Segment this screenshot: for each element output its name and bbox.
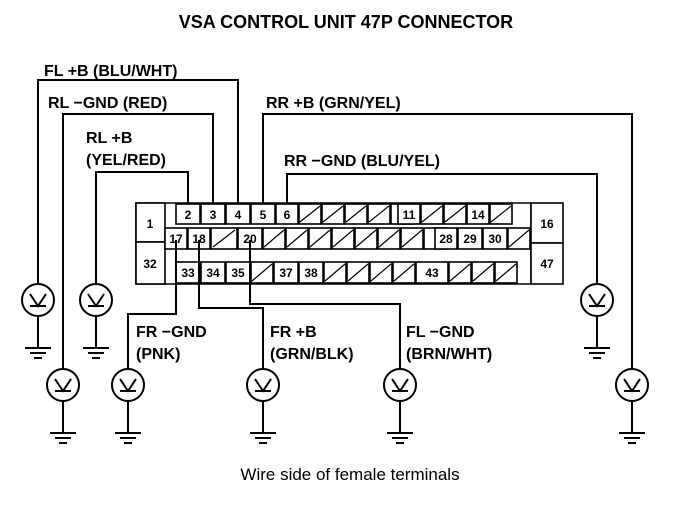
wire-rl-plus-b bbox=[95, 171, 189, 285]
sensor-fl-plus-b bbox=[21, 283, 55, 359]
wire-rr-gnd bbox=[286, 173, 598, 285]
pin-row-1 bbox=[175, 203, 513, 225]
pin-row-3 bbox=[175, 261, 518, 284]
wire-fl-plus-b bbox=[37, 79, 239, 285]
sensor-fr-gnd bbox=[111, 368, 145, 444]
pin-label: 16 bbox=[540, 217, 554, 231]
pin-label: 2 bbox=[185, 208, 192, 222]
ground-symbol-icon bbox=[25, 316, 51, 359]
pin-row-2 bbox=[164, 227, 531, 250]
pin-label: 28 bbox=[439, 232, 453, 246]
pin-label: 6 bbox=[284, 208, 291, 222]
label-fl-gnd-line2: (BRN/WHT) bbox=[406, 346, 492, 363]
ground-symbol-icon bbox=[387, 401, 413, 444]
ground-symbol-icon bbox=[50, 401, 76, 444]
ground-symbol-icon bbox=[619, 401, 645, 444]
pin-label: 14 bbox=[471, 208, 485, 222]
sensor-fl-gnd bbox=[383, 368, 417, 444]
sensor-rr-plus-b bbox=[615, 368, 649, 444]
pin-label: 30 bbox=[488, 232, 502, 246]
connector-body: 1 2 3 4 5 6 11 14 16 17 18 20 28 29 30 3… bbox=[135, 202, 564, 285]
pin-label: 37 bbox=[279, 266, 293, 280]
sensor-rl-plus-b bbox=[79, 283, 113, 359]
pin-label: 35 bbox=[231, 266, 245, 280]
pin-cell-32 bbox=[135, 241, 166, 285]
pin-label: 34 bbox=[206, 266, 220, 280]
label-fr-plus-b-line2: (GRN/BLK) bbox=[270, 346, 354, 363]
pin-label: 32 bbox=[143, 257, 157, 271]
sensor-rr-gnd bbox=[580, 283, 614, 359]
label-fr-plus-b-line1: FR +B bbox=[270, 324, 317, 341]
caption: Wire side of female terminals bbox=[240, 465, 459, 484]
label-fr-gnd-line1: FR −GND bbox=[136, 324, 207, 341]
wire-rr-plus-b bbox=[262, 113, 633, 370]
wiring bbox=[37, 79, 633, 370]
sensor-symbols bbox=[21, 283, 649, 444]
pin-cell-47 bbox=[530, 242, 564, 285]
ground-symbol-icon bbox=[115, 401, 141, 444]
ground-symbol-icon bbox=[250, 401, 276, 444]
ground-symbol-icon bbox=[584, 316, 610, 359]
label-rl-plus-b-line2: (YEL/RED) bbox=[86, 152, 166, 169]
pin-label: 33 bbox=[181, 266, 195, 280]
label-fl-gnd-line1: FL −GND bbox=[406, 324, 475, 341]
pin-label: 18 bbox=[192, 232, 206, 246]
sensor-rl-gnd bbox=[46, 368, 80, 444]
ground-symbol-icon bbox=[83, 316, 109, 359]
pin-label: 43 bbox=[425, 266, 439, 280]
wire-fr-plus-b bbox=[198, 240, 264, 370]
pin-label: 4 bbox=[235, 208, 242, 222]
wire-fl-gnd bbox=[249, 240, 401, 370]
pin-label: 20 bbox=[243, 232, 257, 246]
pin-label: 47 bbox=[540, 257, 554, 271]
sensor-fr-plus-b bbox=[246, 368, 280, 444]
label-rl-plus-b-line1: RL +B bbox=[86, 130, 132, 147]
pin-label: 17 bbox=[169, 232, 183, 246]
pin-label: 3 bbox=[210, 208, 217, 222]
wire-fr-gnd bbox=[127, 240, 177, 370]
diagram-title: VSA CONTROL UNIT 47P CONNECTOR bbox=[179, 12, 513, 32]
label-fr-gnd-line2: (PNK) bbox=[136, 346, 180, 363]
wire-rl-gnd bbox=[62, 113, 214, 370]
pin-label: 38 bbox=[304, 266, 318, 280]
pin-label: 1 bbox=[147, 217, 154, 231]
pin-label: 11 bbox=[403, 208, 416, 222]
label-rr-plus-b: RR +B (GRN/YEL) bbox=[266, 95, 401, 112]
label-fl-plus-b: FL +B (BLU/WHT) bbox=[44, 63, 177, 80]
pin-label: 5 bbox=[260, 208, 267, 222]
label-rr-gnd: RR −GND (BLU/YEL) bbox=[284, 153, 440, 170]
pin-label: 29 bbox=[463, 232, 477, 246]
label-rl-gnd: RL −GND (RED) bbox=[48, 95, 167, 112]
